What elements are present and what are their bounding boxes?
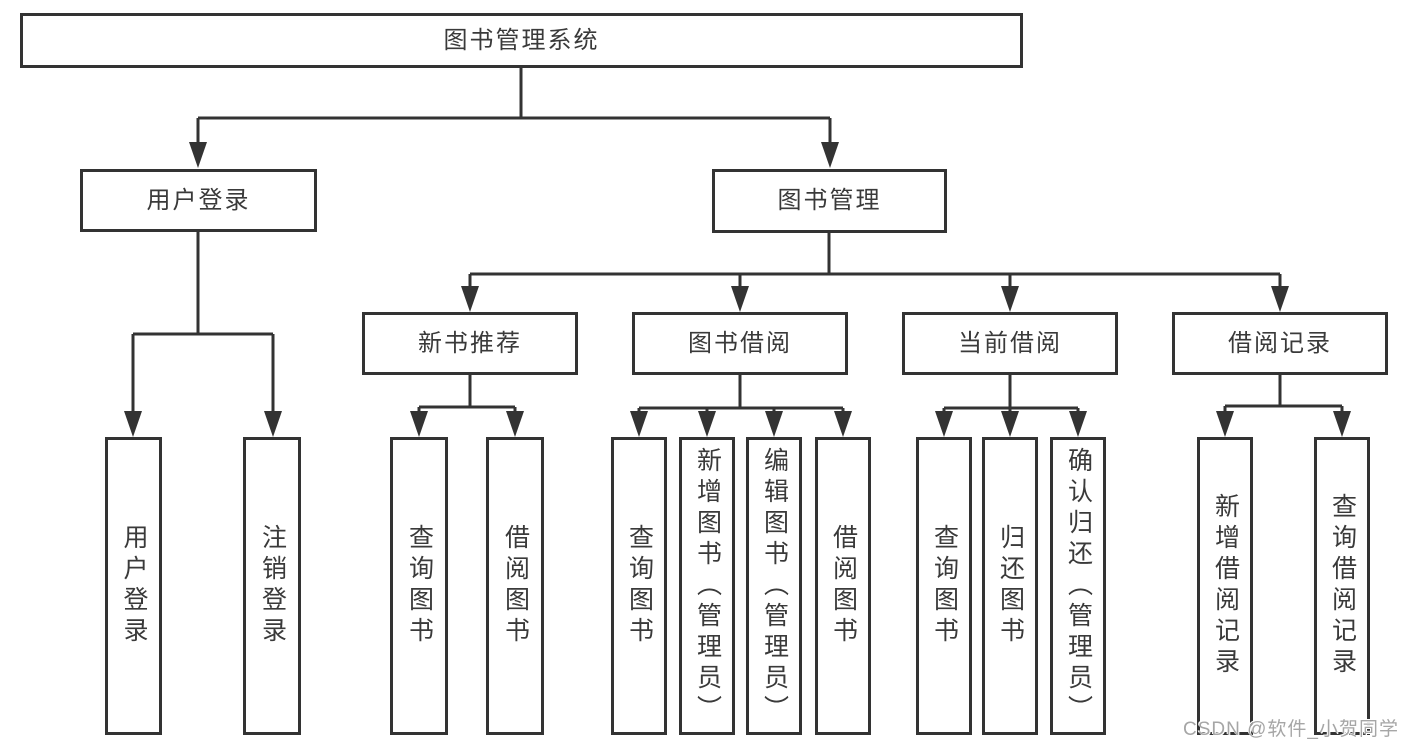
node-borrowing-records: 借阅记录: [1172, 312, 1388, 375]
node-borrow-books-leaf-label: 借阅图书: [829, 524, 858, 648]
node-query-borrow-record: 查询借阅记录: [1314, 437, 1370, 735]
watermark: CSDN @软件_小贺同学: [1183, 719, 1399, 740]
node-user-login: 用户登录: [80, 169, 317, 232]
node-add-book-admin-label: 新增图书（管理员）: [693, 446, 722, 726]
node-user-login-leaf: 用户登录: [105, 437, 162, 735]
node-confirm-return-admin-label: 确认归还（管理员）: [1064, 446, 1093, 726]
node-query-books-recommend-label: 查询图书: [405, 524, 434, 648]
node-query-books-borrowing: 查询图书: [611, 437, 667, 735]
node-return-book-label: 归还图书: [996, 524, 1025, 648]
node-query-borrow-record-label: 查询借阅记录: [1328, 493, 1357, 679]
node-query-books-borrowing-label: 查询图书: [625, 524, 654, 648]
node-edit-book-admin: 编辑图书（管理员）: [746, 437, 802, 735]
node-confirm-return-admin: 确认归还（管理员）: [1050, 437, 1106, 735]
node-new-book-recommend: 新书推荐: [362, 312, 578, 375]
node-current-borrowing: 当前借阅: [902, 312, 1118, 375]
node-borrow-books-recommend-label: 借阅图书: [501, 524, 530, 648]
node-return-book: 归还图书: [982, 437, 1038, 735]
node-borrow-books-recommend: 借阅图书: [486, 437, 544, 735]
node-edit-book-admin-label: 编辑图书（管理员）: [760, 446, 789, 726]
node-logout-leaf: 注销登录: [243, 437, 301, 735]
node-add-book-admin: 新增图书（管理员）: [679, 437, 735, 735]
node-add-borrow-record: 新增借阅记录: [1197, 437, 1253, 735]
arrowhead-icons: [124, 142, 1351, 437]
node-logout-leaf-label: 注销登录: [258, 524, 287, 648]
node-add-borrow-record-label: 新增借阅记录: [1211, 493, 1240, 679]
node-query-books-current: 查询图书: [916, 437, 972, 735]
node-book-borrowing: 图书借阅: [632, 312, 848, 375]
node-query-books-recommend: 查询图书: [390, 437, 448, 735]
node-borrow-books-leaf: 借阅图书: [815, 437, 871, 735]
node-library-management-system: 图书管理系统: [20, 13, 1023, 68]
node-user-login-leaf-label: 用户登录: [120, 524, 148, 648]
node-book-management: 图书管理: [712, 169, 947, 233]
node-query-books-current-label: 查询图书: [930, 524, 959, 648]
